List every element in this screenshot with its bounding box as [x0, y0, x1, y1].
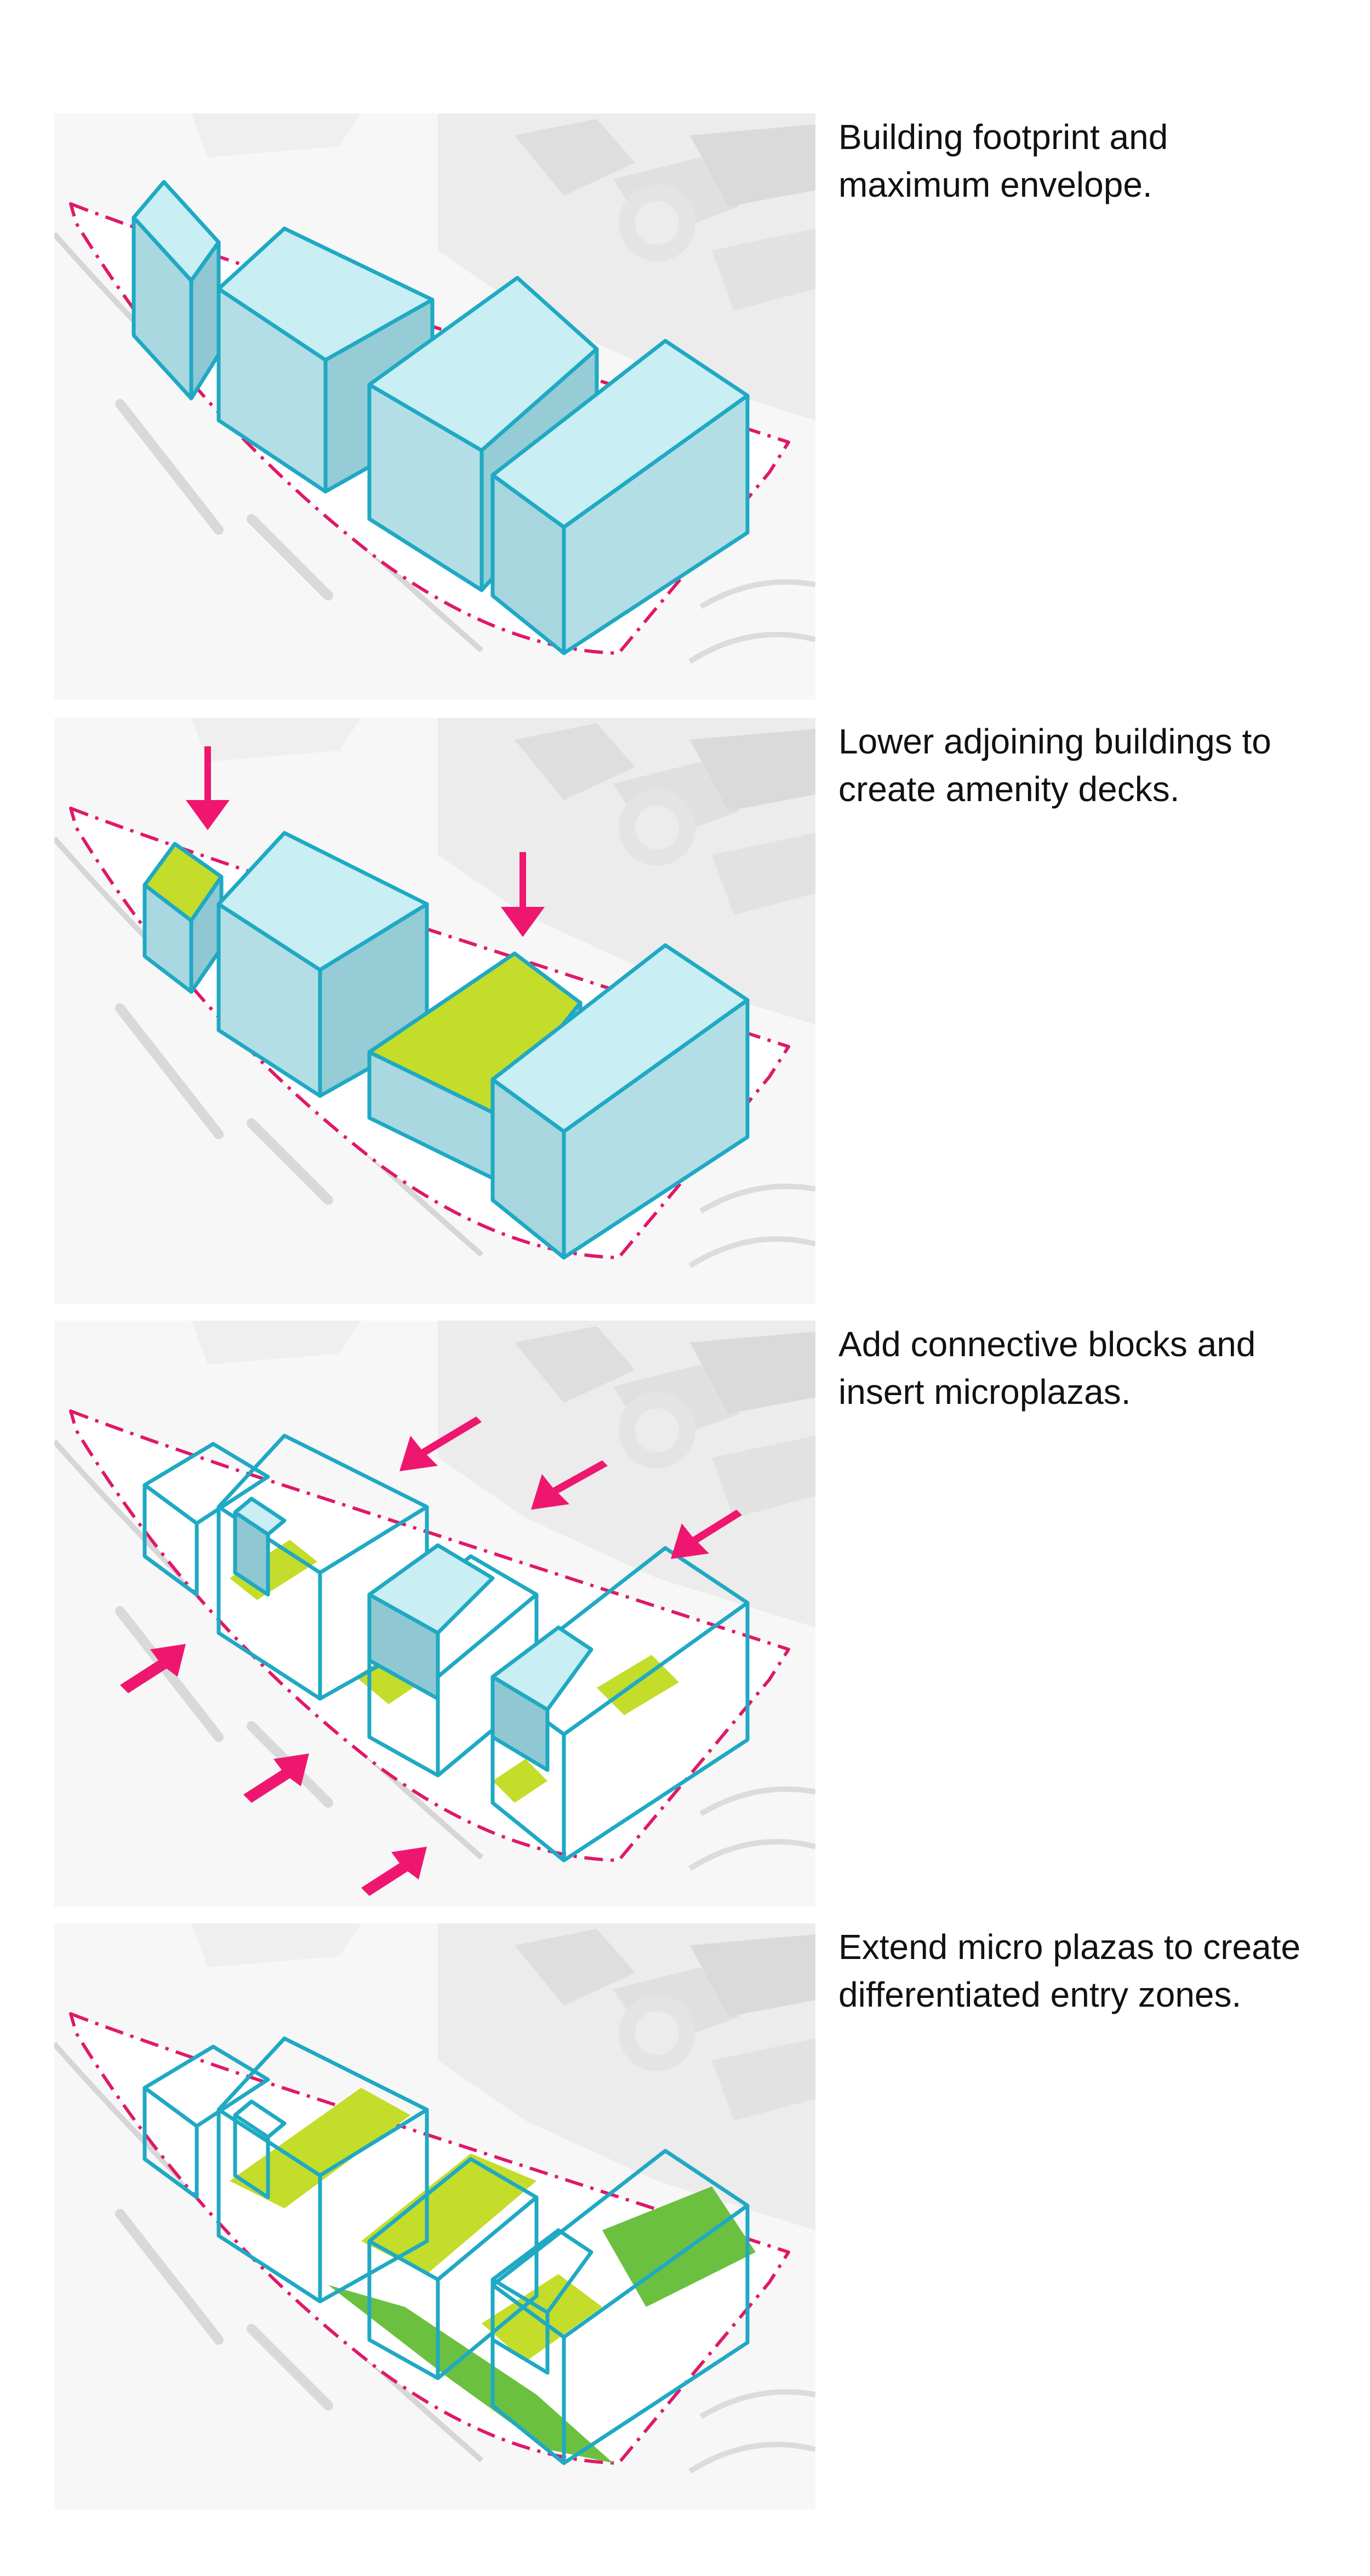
step-3-caption-line-2: insert microplazas.	[838, 1372, 1131, 1412]
step-1-caption-line-2: maximum envelope.	[838, 165, 1152, 204]
wire-connector-1	[233, 2099, 287, 2200]
step-4-caption-line-1: Extend micro plazas to create	[838, 1927, 1301, 1967]
tower-4	[490, 943, 750, 1260]
tower-1	[132, 180, 221, 401]
tower-2	[216, 831, 429, 1098]
step-4-caption-line-2: differentiated entry zones.	[838, 1975, 1242, 2014]
wireframe-towers-final	[142, 2036, 750, 2465]
wire-tower-1	[142, 2044, 270, 2200]
step-2-caption-line-1: Lower adjoining buildings to	[838, 722, 1271, 761]
inward-arrows	[120, 1416, 742, 1896]
down-arrow-2	[501, 852, 545, 937]
step-1-massing-image	[54, 113, 815, 700]
step-2-caption-line-2: create amenity decks.	[838, 769, 1180, 809]
low-block-1	[142, 842, 224, 994]
step-2-massing-image	[54, 718, 815, 1304]
step-1-caption: Building footprint and maximum envelope.	[838, 113, 1365, 209]
tall-towers	[132, 180, 750, 655]
wireframe-towers	[142, 1433, 750, 1863]
tower-4	[490, 339, 750, 655]
step-1-caption-line-1: Building footprint and	[838, 117, 1168, 157]
step-2-caption: Lower adjoining buildings to create amen…	[838, 718, 1365, 813]
wire-tower-1	[142, 1442, 270, 1597]
wire-tower-2	[216, 2036, 429, 2304]
step-2-drawing	[54, 718, 815, 1304]
step-1-drawing	[54, 113, 815, 700]
down-arrow-1	[186, 746, 230, 830]
step-3-drawing	[54, 1321, 815, 1907]
wire-tower-3	[367, 2157, 539, 2380]
step-3-massing-image	[54, 1321, 815, 1907]
wire-tower-4	[490, 2149, 750, 2465]
lowered-massing	[142, 831, 750, 1260]
step-4-massing-image	[54, 1923, 815, 2510]
step-4-caption: Extend micro plazas to create differenti…	[838, 1923, 1365, 2019]
step-4-drawing	[54, 1923, 815, 2510]
step-3-caption-line-1: Add connective blocks and	[838, 1324, 1256, 1364]
connective-blocks	[233, 1497, 593, 1772]
entry-plazas	[230, 2088, 756, 2463]
step-3-caption: Add connective blocks and insert micropl…	[838, 1321, 1365, 1416]
